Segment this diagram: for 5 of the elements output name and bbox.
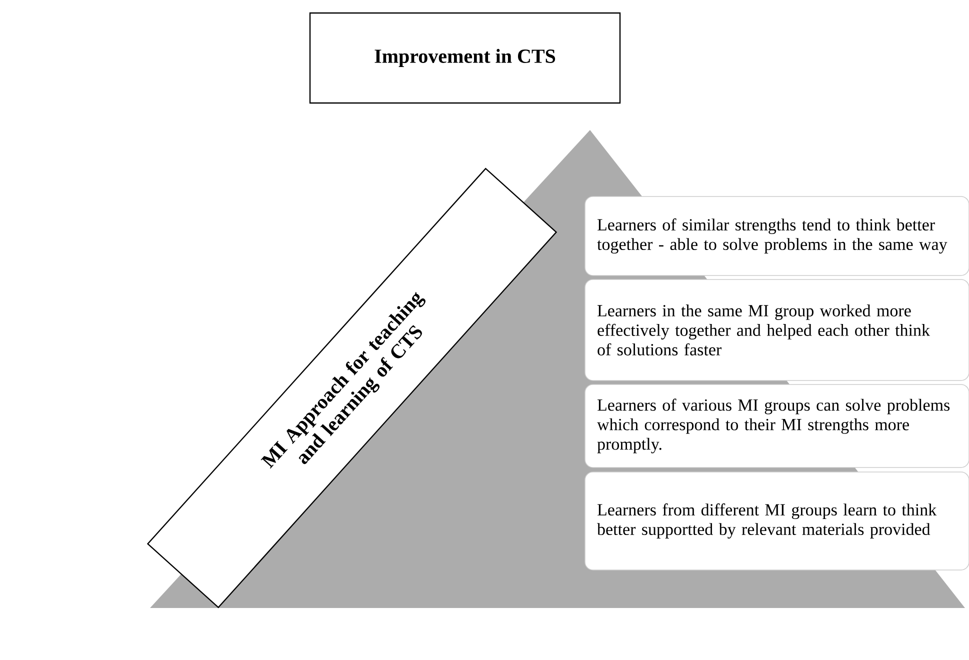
- text-box: Learners of various MI groups can solve problems which correspond to their MI strengths more promptly.: [584, 384, 969, 468]
- title-box: Improvement in CTS: [309, 12, 621, 104]
- text-box: Learners of similar strengths tend to think better together - able to solve problems in the same way: [584, 196, 969, 276]
- text-box: Learners in the same MI group worked more effectively together and helped each other think of solutions faster: [584, 279, 969, 381]
- text-box: Learners from different MI groups learn to think better supportted by relevant materials provided: [584, 472, 969, 570]
